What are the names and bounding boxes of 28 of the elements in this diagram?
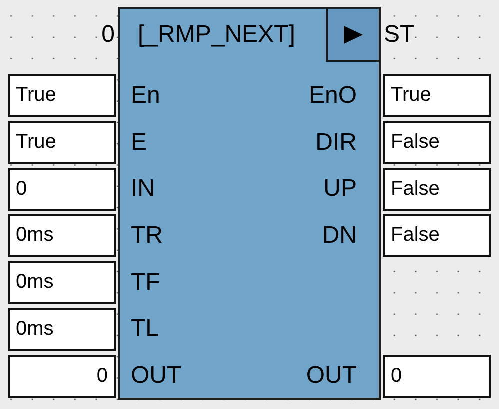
input-pin-label: E <box>131 128 148 156</box>
output-value-field: False <box>383 121 491 164</box>
input-pin-label: TF <box>131 268 160 297</box>
input-value-field: True <box>8 121 116 164</box>
input-value-field: 0 <box>8 354 116 398</box>
input-value-field: True <box>8 74 116 118</box>
input-pin-label: En <box>131 82 160 110</box>
output-pin-label: DIR <box>316 128 357 156</box>
output-value-field: True <box>383 74 491 118</box>
input-value-field: 0ms <box>8 261 116 304</box>
order-number: 0 <box>102 21 115 49</box>
language-tag: ST <box>384 21 415 49</box>
output-pin-label: UP <box>324 175 357 204</box>
output-pin-label: EnO <box>308 82 357 110</box>
output-value-field: False <box>383 214 491 258</box>
input-pin-label: TL <box>131 315 160 344</box>
input-pin-label: OUT <box>131 362 182 390</box>
input-value-field: 0ms <box>8 214 116 258</box>
block-title: [_RMP_NEXT] <box>138 21 296 49</box>
output-value-field: 0 <box>383 354 491 398</box>
input-value-field: 0 <box>8 168 116 211</box>
output-value-field: False <box>383 168 491 211</box>
output-pin-label: OUT <box>306 362 357 390</box>
input-pin-label: IN <box>131 175 155 204</box>
input-value-field: 0ms <box>8 308 116 351</box>
output-pin-label: DN <box>322 222 357 250</box>
function-block <box>118 7 381 400</box>
input-pin-label: TR <box>131 222 163 250</box>
